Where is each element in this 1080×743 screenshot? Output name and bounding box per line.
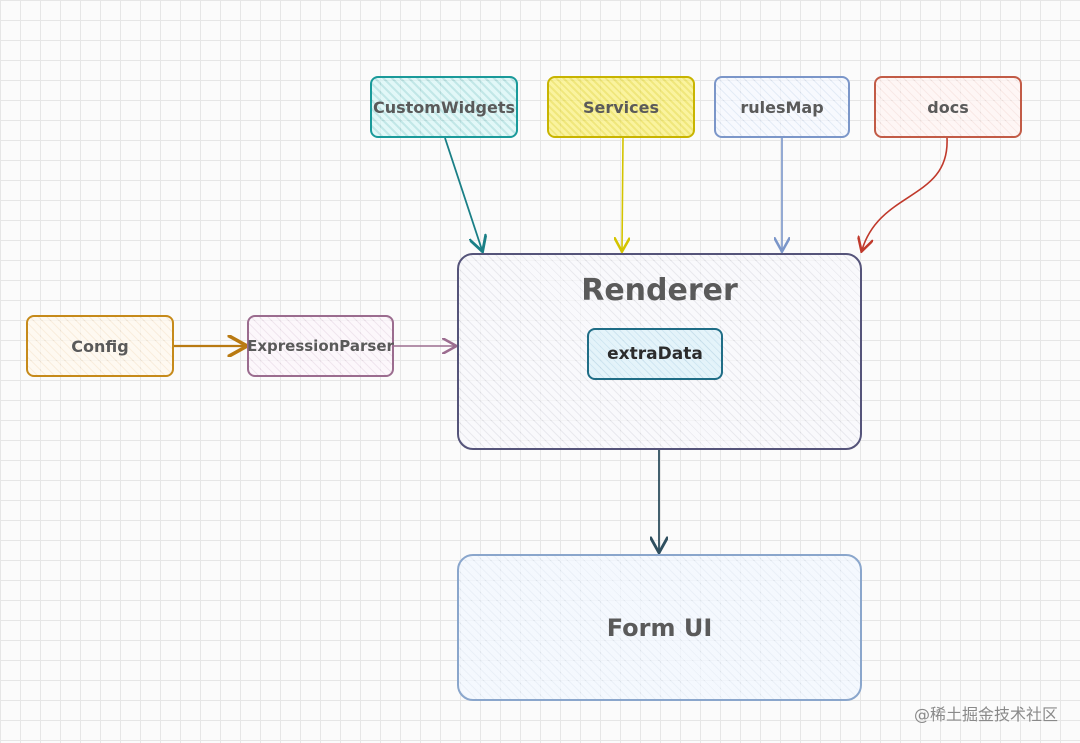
rulesmap-label: rulesMap — [740, 97, 824, 117]
formui-node: Form UI — [457, 554, 862, 701]
docs-node: docs — [874, 76, 1022, 138]
customwidgets-node: CustomWidgets — [370, 76, 518, 138]
extradata-label: extraData — [607, 344, 703, 364]
customwidgets-label: CustomWidgets — [372, 97, 516, 117]
arrow-services-to-renderer — [622, 137, 623, 250]
arrow-customwidgets-to-renderer — [444, 137, 482, 250]
renderer-label: Renderer — [581, 273, 738, 308]
arrow-docs-to-renderer — [862, 137, 948, 250]
renderer-node: Renderer extraData — [457, 253, 862, 450]
rulesmap-node: rulesMap — [714, 76, 850, 138]
services-node: Services — [547, 76, 695, 138]
config-label: Config — [71, 336, 129, 356]
expressionparser-node: ExpressionParser — [247, 315, 394, 377]
watermark: @稀土掘金技术社区 — [913, 705, 1058, 724]
services-label: Services — [582, 97, 660, 117]
docs-label: docs — [927, 97, 969, 117]
extradata-node: extraData — [587, 328, 723, 380]
expressionparser-label: ExpressionParser — [247, 337, 394, 355]
config-node: Config — [26, 315, 174, 377]
formui-label: Form UI — [606, 613, 713, 642]
